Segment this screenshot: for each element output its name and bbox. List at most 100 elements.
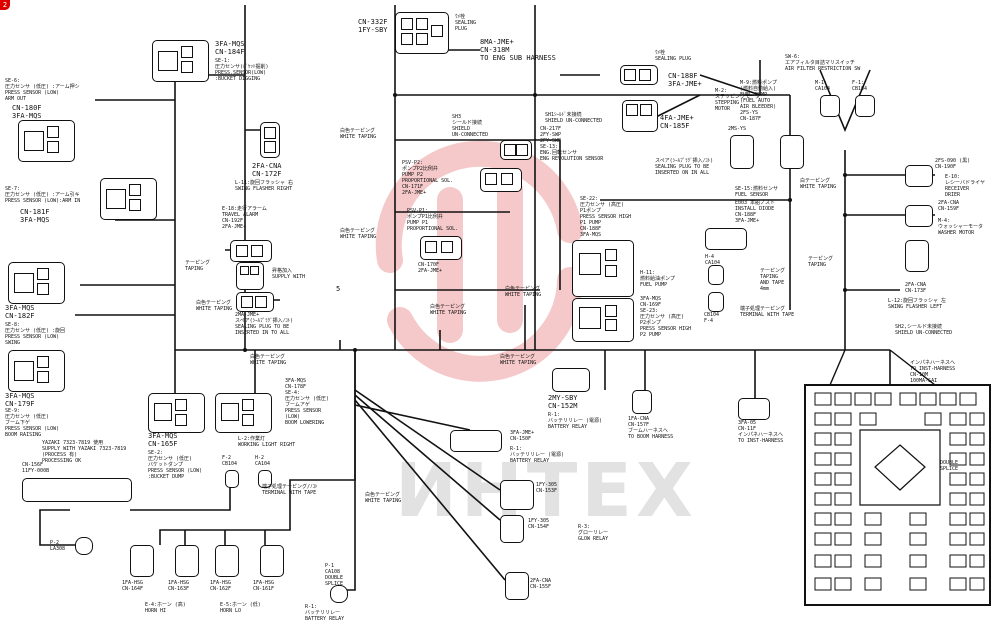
label-h2: H-2 CA104: [255, 455, 271, 467]
label-tape4: 白色テーピング WHITE TAPING: [505, 286, 542, 298]
label-num5: 5: [336, 285, 341, 293]
label-m4: M-4: ウォッシャーモータ WASHER MOTOR: [938, 218, 984, 236]
label-cn162: 1FA-HSG CN-162F: [210, 580, 232, 592]
label-cn153: 1FY-305 CN-153F: [536, 482, 558, 494]
label-r1c: R-1: バッテリリレー BATTERY RELAY: [305, 604, 345, 622]
label-cn184: 3FA-MQS CN-184F: [215, 40, 245, 56]
label-f2: F-2 CB104: [222, 455, 238, 467]
connector-cn182: [8, 262, 65, 304]
label-r1b: R-1: バッテリリレー (電源) BATTERY RELAY: [510, 446, 565, 464]
label-se22: SE-22: 圧力センサ (高圧) P1ポンプ PRESS SENSOR HIG…: [580, 196, 632, 238]
label-p1: P-1 CA108 DOUBLE SPLICE: [325, 563, 344, 587]
label-r3: R-3: グローリレー GLOW RELAY: [578, 524, 609, 542]
label-cb104: CB104 F-4: [704, 312, 720, 324]
connector-cn179: [8, 350, 65, 392]
label-cn180: CN-180F 3FA-MQS: [12, 104, 42, 120]
label-supply: 昇格加入 SUPPLY WITH: [272, 268, 306, 280]
connector-cn170: [420, 236, 462, 260]
label-spare: スペア(ｼｰﾙﾌﾟﾗｸﾞ挿入ﾉｺﾄ) SEALING PLUG TO BE IN…: [655, 158, 714, 176]
label-cn185: 4FA-JME+ CN-185F: [660, 114, 694, 130]
label-term: 端子処理テーピング TERMINAL WITH TAPE: [740, 306, 795, 318]
label-m9: M-9:燃料ポンプ (燃料自動給入) FUEL PUMP (FUEL AUTO …: [740, 80, 777, 122]
connector-cn156: [22, 478, 132, 502]
connector-cn184: [152, 40, 209, 82]
connector-p2: [75, 537, 93, 555]
connector-cn180: [18, 120, 75, 162]
label-cn169: 3FA-MQS CN-169F SE-23: 圧力センサ (高圧) P2ポンプ …: [640, 296, 692, 338]
connector-h4: [708, 265, 724, 285]
label-sw6: SW-6: エアフィルタ目詰マリスイッチ AIR FILTER RESTRICT…: [785, 54, 861, 72]
label-tape-l: テーピング TAPING: [185, 260, 211, 272]
label-psv1: PSV-P1: ポンプP1比例弁 PUMP P1 PROPORTIONAL SO…: [407, 208, 459, 232]
connector-p1: [330, 585, 348, 603]
label-e4: E-4:ホーン (高) HORN HI: [145, 602, 186, 614]
connector-cn162: [215, 545, 239, 577]
connector-cn171: [480, 168, 522, 192]
label-yazaki: YAZAKI 7323-7819 使用 SUPPLY WITH YAZAKI 7…: [42, 440, 127, 464]
label-r1a: R-1: バッテリリレー (電源) BATTERY RELAY: [548, 412, 603, 430]
label-cn150: 3FA-JME+ CN-150F: [510, 430, 535, 442]
connector-cn181: [100, 178, 157, 220]
connector-cn164: [130, 545, 154, 577]
label-cn163: 1FA-HSG CN-163F: [168, 580, 190, 592]
label-cn332: CN-332F 1FY-SBY: [358, 18, 388, 34]
label-cn182: 3FA-MQS CN-182F: [5, 304, 35, 320]
connector-cn185: [622, 100, 658, 132]
connector-cn155: [505, 572, 529, 600]
connector-cn11: [738, 398, 770, 420]
label-se15: SE-15:燃料センサ FUEL SENSOR: [735, 186, 779, 198]
label-plug-r: ｳﾒ栓 SEALING PLUG: [655, 50, 692, 62]
label-sealing: 2MA-JME+ スペア(ｼｰﾙﾌﾟﾗｸﾞ挿入ﾉｺﾄ) SEALING PLUG…: [235, 312, 294, 336]
connector-cn188-se22: [572, 240, 634, 297]
label-tape8: テーピング TAPING AND TAPE 4mm: [760, 268, 786, 292]
label-l2: L-2:作業灯 WORKING LIGHT RIGHT: [238, 436, 296, 448]
connector-cb104: [708, 292, 724, 312]
label-cn154: 1FY-305 CN-154F: [528, 518, 550, 530]
connector-cn159: [905, 205, 933, 227]
label-m2: M-2: ステッピングモータ STEPPING MOTOR: [715, 88, 761, 112]
label-cn-ys: 2MS-YS: [728, 126, 747, 132]
label-cn161: 1FA-HSG CN-161F: [253, 580, 275, 592]
connector-cn178: [215, 393, 272, 433]
label-cn173: 2FA-CNA CN-173F: [905, 282, 927, 294]
connector-cn172: [260, 122, 280, 158]
label-e003: E003 本船ノスト INSTALL DIODE CN-188F 3FA-JME…: [735, 200, 776, 224]
label-e5: E-5:ホーン (低) HORN LO: [220, 602, 261, 614]
label-se8: SE-8: 圧力センサ (低圧) :旋回 PRESS SENSOR (LOW) …: [5, 322, 66, 346]
connector-cn165: [148, 393, 205, 433]
label-sh3: SH3 シールド接続 SHIELD UN-CONNECTED: [452, 114, 489, 138]
label-cn172: 2FA-CNA CN-172F: [252, 162, 282, 178]
label-cn190: 2FS-090 (黒) CN-190F: [935, 158, 971, 170]
label-l11: L-11:旋回フラッシャ 右 SWING FLASHER RIGHT: [235, 180, 294, 192]
connector-cn157: [632, 390, 652, 414]
label-inst1: インパネハーネスへ TO INST-HARNESS CN-10M 100MA-S…: [910, 360, 956, 384]
label-l12: L-12:旋回フラッシャ 左 SWING FLASHER LEFT: [888, 298, 947, 310]
label-se7: SE-7: 圧力センサ (低圧) :アーム引キ PRESS SENSOR (LO…: [5, 186, 81, 204]
connector-2ms-ys: [730, 135, 754, 169]
connector-cn192: [230, 240, 272, 262]
label-h11: H-11: 燃料給油ポンプ FUEL PUMP: [640, 270, 675, 288]
connector-e18-plug: [236, 262, 264, 290]
label-cn157: 1FA-CNA CN-157F ブームハーネスへ TO BOOM HARNESS: [628, 416, 674, 440]
label-p2: P-2 LA308: [50, 540, 66, 552]
label-sh2: SH2,シールド未接続 SHIELD UN-CONNECTED: [895, 324, 953, 336]
connector-h2: [258, 470, 272, 488]
watermark-text: ИНТЕХ: [395, 448, 697, 534]
connector-cn152: [552, 368, 590, 392]
label-tape7: テーピング TAPING: [808, 256, 834, 268]
label-tape10: 白色テーピング WHITE TAPING: [500, 354, 537, 366]
connector-cn150: [450, 430, 502, 452]
label-se2: SE-2: 圧力センサ (低圧) バケットダンプ PRESS SENSOR (L…: [148, 450, 203, 480]
label-e18: E-18:走行アラーム TRAVEL ALARM CN-192F 2FA-JME…: [222, 206, 267, 230]
label-cn188-m2: CN-188F 3FA-JME+: [668, 72, 702, 88]
label-cn155: 2FA-CNA CN-155F: [530, 578, 552, 590]
label-cn178: 3FA-MQS CN-178F SE-4: 圧力センサ (低圧) ブームアゲ P…: [285, 378, 330, 426]
label-tape9: 白色テーピング WHITE TAPING: [250, 354, 287, 366]
connector-cn154: [500, 515, 524, 543]
label-cn217: CN-217F 2FY-SWP 2FY-SWP SE-13: ENG.回転センサ…: [540, 126, 604, 162]
label-psv2: PSV-P2: ポンプP2比例弁 PUMP P2 PROPORTIONAL SO…: [402, 160, 454, 196]
connector-cn188-m2: [620, 65, 658, 85]
connector-cn188-e003: [705, 228, 747, 250]
